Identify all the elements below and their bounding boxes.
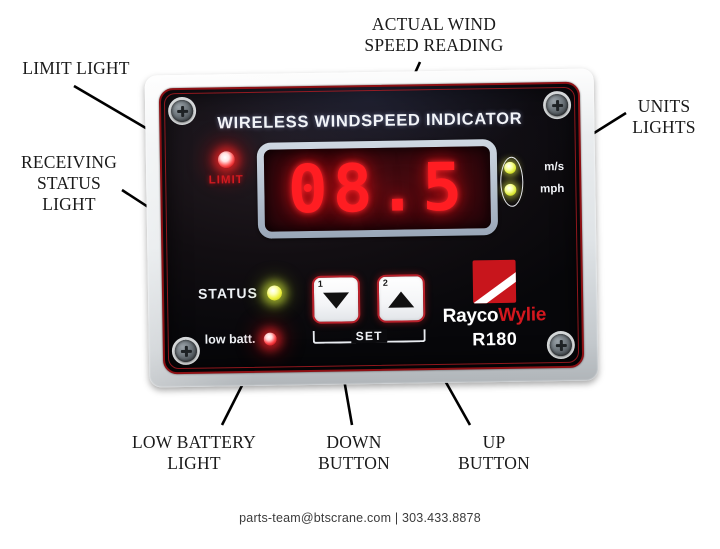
screw-bottom-left-icon — [174, 339, 198, 363]
model-number: R180 — [472, 328, 518, 350]
led-display: 08.5 — [263, 146, 492, 232]
windspeed-indicator-device: WIRELESS WINDSPEED INDICATOR LIMIT 08.5 … — [144, 68, 599, 388]
footer-contact: parts-team@btscrane.com | 303.433.8878 — [239, 511, 481, 525]
set-bracket: SET — [312, 328, 426, 351]
units-lights-group: m/s mph — [499, 156, 565, 207]
up-button-number: 2 — [382, 277, 388, 288]
limit-label: LIMIT — [208, 174, 244, 187]
status-label: STATUS — [197, 284, 259, 302]
ms-label: m/s — [544, 160, 565, 174]
windspeed-value: 08.5 — [287, 148, 468, 229]
brand-primary: Rayco — [442, 305, 499, 327]
device-title: WIRELESS WINDSPEED INDICATOR — [217, 109, 523, 133]
status-led-icon — [266, 284, 283, 301]
display-bezel: 08.5 — [256, 139, 499, 239]
arrow-down-icon — [323, 292, 350, 309]
low-battery-group: low batt. — [205, 332, 277, 347]
down-button-number: 1 — [317, 278, 323, 289]
status-light-group: STATUS — [197, 284, 283, 302]
brand-name: RaycoWylie — [433, 304, 555, 327]
set-label: SET — [350, 328, 388, 344]
callout-units-lights: UNITS LIGHTS — [632, 96, 696, 137]
limit-led-icon — [217, 151, 235, 169]
low-batt-label: low batt. — [204, 331, 256, 347]
units-highlight-ellipse — [499, 156, 524, 207]
callout-up-button: UP BUTTON — [458, 432, 530, 473]
callout-down-button: DOWN BUTTON — [318, 432, 390, 473]
callout-low-battery-light: LOW BATTERY LIGHT — [132, 432, 256, 473]
up-button[interactable]: 2 — [376, 274, 426, 323]
brand-secondary: Wylie — [498, 304, 547, 327]
brand-logo: RaycoWylie R180 — [433, 259, 556, 351]
raycowylie-mark-icon — [472, 259, 516, 304]
down-button[interactable]: 1 — [311, 275, 361, 324]
callout-actual-wind-speed: ACTUAL WIND SPEED READING — [364, 14, 504, 55]
low-batt-led-icon — [263, 332, 277, 346]
arrow-up-icon — [388, 291, 415, 308]
device-faceplate: WIRELESS WINDSPEED INDICATOR LIMIT 08.5 … — [158, 81, 585, 375]
callout-limit-light: LIMIT LIGHT — [22, 58, 130, 78]
callout-receiving-status-light: RECEIVING STATUS LIGHT — [20, 152, 118, 214]
limit-light-group: LIMIT — [200, 151, 253, 187]
mph-label: mph — [540, 182, 565, 196]
